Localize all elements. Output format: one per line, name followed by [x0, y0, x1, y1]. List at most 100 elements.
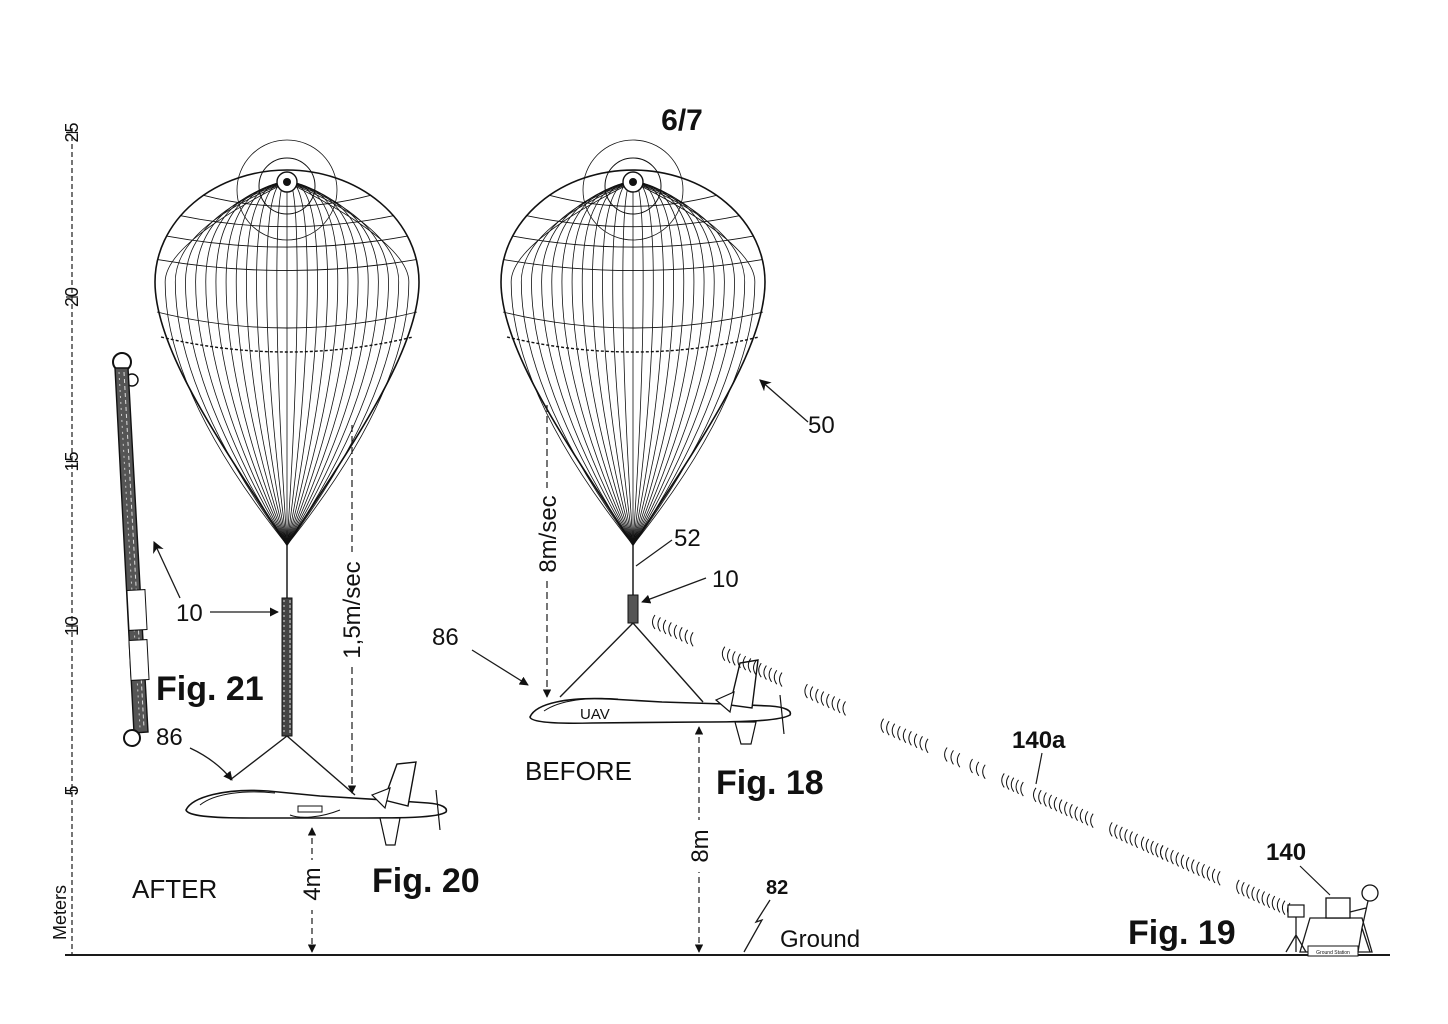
- signal-wave: [727, 648, 731, 664]
- fig18-caption: BEFORE: [525, 756, 632, 786]
- signal-wave: [668, 622, 672, 637]
- signal-wave: [1236, 879, 1240, 895]
- signal-wave: [809, 686, 814, 701]
- signal-wave: [753, 660, 757, 676]
- signal-wave: [758, 662, 762, 678]
- signal-wave: [1261, 891, 1266, 906]
- signal-wave: [1020, 781, 1024, 797]
- signal-wave: [897, 725, 901, 741]
- signal-wave: [1079, 808, 1084, 824]
- signal-wave: [1276, 898, 1281, 913]
- station-label: Ground Station: [1316, 950, 1350, 956]
- signal-wave: [956, 752, 961, 768]
- ground-station-140: 140 Ground Station Fig. 19: [1128, 839, 1379, 957]
- signal-wave: [1160, 845, 1164, 860]
- parachute-fig20: [154, 139, 420, 598]
- signal-wave: [913, 733, 918, 749]
- signal-wave: [1196, 861, 1200, 877]
- signal-wave: [679, 627, 683, 642]
- signal-wave: [1281, 900, 1286, 915]
- signal-wave: [1155, 842, 1159, 858]
- signal-wave: [950, 750, 954, 765]
- signal-wave: [919, 736, 923, 751]
- signal-wave: [1033, 787, 1037, 803]
- signal-wave: [768, 667, 773, 683]
- device-10-fig20: [281, 597, 293, 737]
- fig20-annotations: 1,5m/sec 4m 10 86 AFTER Fig. 20: [132, 425, 480, 953]
- signal-wave: [1165, 847, 1169, 863]
- suspension-lines-fig18: [559, 622, 704, 703]
- signal-wave: [657, 617, 661, 632]
- scale-tick-label: 15: [62, 451, 82, 471]
- signal-wave: [721, 646, 726, 661]
- signal-wave: [1170, 849, 1174, 865]
- signal-wave: [880, 718, 885, 733]
- signal-wave: [1006, 775, 1010, 790]
- fig18-ref-10: 10: [712, 566, 739, 593]
- signal-wave: [1069, 804, 1073, 819]
- signal-wave: [1129, 831, 1133, 846]
- signal-wave: [1090, 813, 1094, 829]
- meters-scale: 5 10 15 20 25 Meters: [50, 122, 82, 955]
- signal-wave: [831, 696, 836, 711]
- signal-wave: [1145, 838, 1150, 854]
- ground-label: Ground: [780, 926, 860, 953]
- signal-wave: [1180, 854, 1185, 870]
- signal-wave: [969, 758, 973, 774]
- signal-wave: [815, 688, 819, 704]
- signal-wave: [662, 619, 667, 635]
- signal-wave: [908, 730, 912, 746]
- signal-wave: [1015, 779, 1019, 795]
- suspension-lines-fig20: [229, 735, 356, 796]
- fig20-height-label: 4m: [299, 867, 326, 900]
- signal-wave: [820, 691, 825, 706]
- signal-ref-140a: 140a: [1012, 727, 1066, 754]
- fig20-speed-label: 1,5m/sec: [339, 561, 366, 658]
- ground-line: Ground 82: [65, 877, 1390, 956]
- fig18-speed-label: 8m/sec: [535, 495, 562, 572]
- scale-tick-label: 20: [62, 287, 82, 307]
- fig21-annotations: Fig. 21: [153, 540, 264, 708]
- fig18-height-label: 8m: [687, 829, 714, 862]
- signal-wave: [944, 747, 948, 762]
- signal-wave: [1038, 789, 1042, 805]
- signal-wave: [1266, 893, 1271, 909]
- signal-wave: [779, 672, 783, 687]
- signal-wave: [837, 698, 841, 714]
- fig18-ref-86: 86: [432, 624, 459, 651]
- fig19-title: Fig. 19: [1128, 914, 1236, 952]
- signal-140a: 140a: [652, 614, 1291, 918]
- signal-wave: [1206, 866, 1211, 881]
- signal-wave: [1211, 868, 1216, 884]
- fig18-annotations: 8m/sec 8m 50 52 10 86 BEFORE Fig. 18: [432, 379, 835, 953]
- signal-wave: [742, 655, 747, 671]
- signal-wave: [826, 693, 830, 709]
- fig18-ref-52: 52: [674, 525, 701, 552]
- signal-wave: [732, 651, 736, 666]
- scale-tick-label: 25: [62, 122, 82, 142]
- signal-wave: [737, 653, 741, 669]
- signal-wave: [1246, 884, 1250, 899]
- signal-wave: [1201, 863, 1205, 879]
- signal-wave: [1150, 840, 1154, 856]
- signal-wave: [1114, 824, 1118, 839]
- scale-tick-label: 10: [62, 616, 82, 636]
- uav-fig18: UAV: [529, 659, 792, 745]
- signal-wave: [1175, 852, 1180, 867]
- signal-wave: [804, 683, 808, 699]
- signal-wave: [652, 614, 656, 630]
- fig21-title: Fig. 21: [156, 670, 264, 708]
- signal-wave: [1010, 777, 1015, 793]
- signal-wave: [1256, 888, 1260, 904]
- fig20-ref-10: 10: [176, 600, 203, 627]
- scale-label-meters: Meters: [50, 885, 70, 940]
- signal-wave: [747, 658, 752, 673]
- ground-ref-82: 82: [766, 877, 788, 899]
- uav-fig20: [185, 761, 448, 846]
- scale-tick-label: 5: [62, 785, 82, 795]
- signal-wave: [1185, 856, 1190, 872]
- uav-marking: UAV: [580, 706, 610, 723]
- signal-wave: [975, 761, 980, 777]
- sheet-number: 6/7: [661, 104, 703, 137]
